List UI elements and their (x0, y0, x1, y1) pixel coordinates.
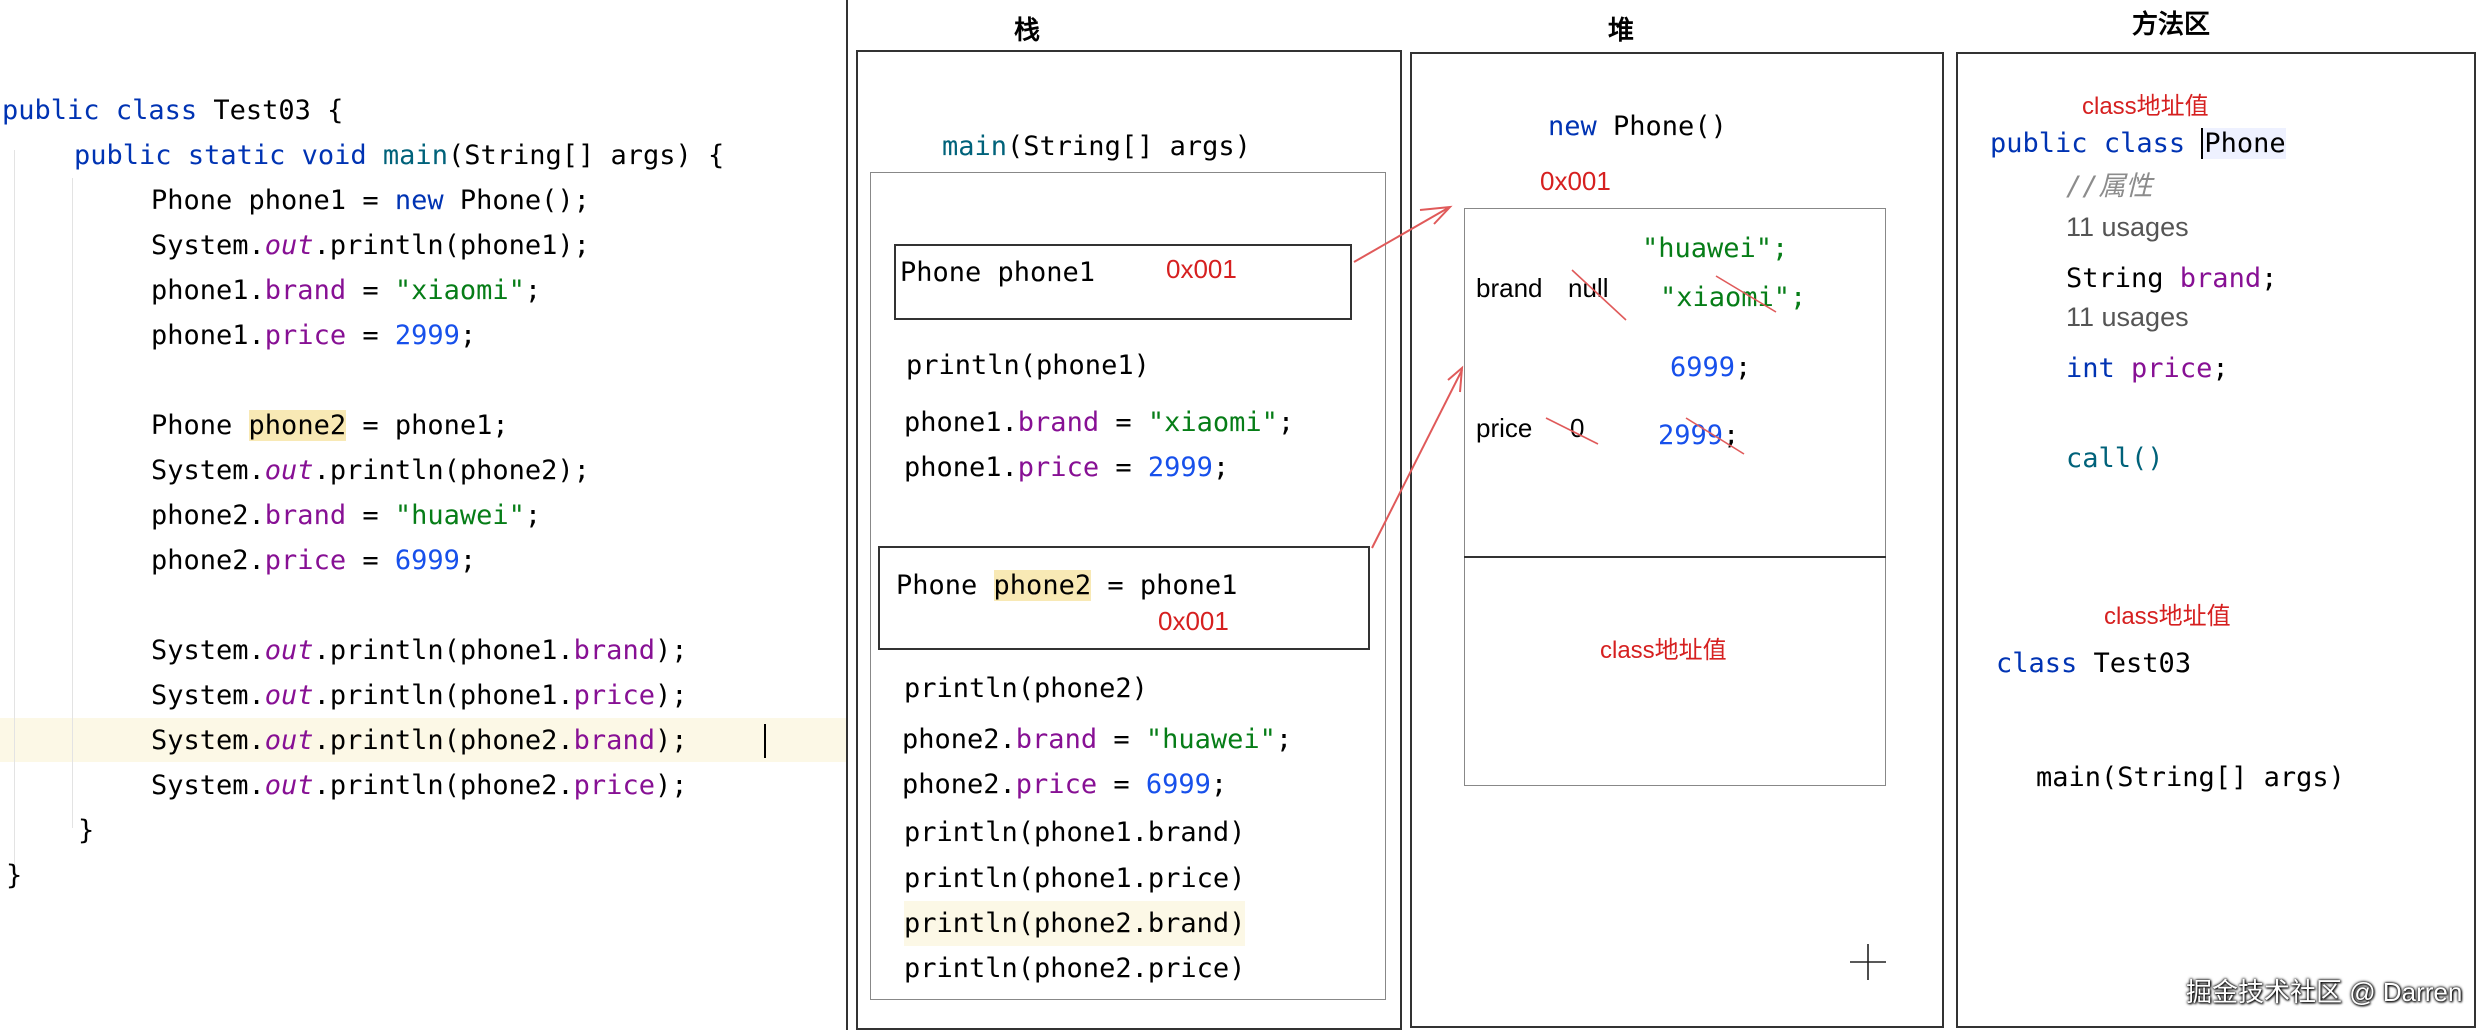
code-close-inner: } (78, 815, 95, 846)
heap-object-divider (1464, 556, 1886, 558)
heap-val-6999: 6999; (1670, 352, 1752, 383)
heap-brand-null: null (1568, 273, 1609, 303)
code-line-12: System.out.println(phone1.price); (151, 680, 688, 711)
code-line-13: System.out.println(phone2.brand); (151, 725, 688, 756)
method-price-field: int price; (2066, 353, 2229, 384)
heap-val-2999: 2999; (1658, 420, 1740, 451)
stack-main-frame (870, 172, 1386, 1000)
stack-phone1-slot (894, 244, 1352, 320)
code-line-6: phone1.price = 2999; (151, 320, 477, 351)
code-line-1: public class Test03 { (2, 95, 344, 126)
code-line-5: phone1.brand = "xiaomi"; (151, 275, 542, 306)
stack-phone2-slot (878, 546, 1370, 650)
stack-price1: phone1.price = 2999; (904, 452, 1230, 483)
heap-object-addr: 0x001 (1540, 166, 1611, 196)
code-line-4: System.out.println(phone1); (151, 230, 590, 261)
stack-price2: phone2.price = 6999; (902, 769, 1228, 800)
stack-phone2-decl: Phone phone2 = phone1 (896, 570, 1238, 601)
stack-println1: println(phone1) (906, 350, 1150, 381)
stack-heading: 栈 (1014, 15, 1041, 45)
method-test03-class: class Test03 (1996, 648, 2192, 679)
indent-guide (14, 150, 15, 870)
code-line-14: System.out.println(phone2.price); (151, 770, 688, 801)
method-main-sig: main(String[] args) (2036, 762, 2345, 793)
stack-println2: println(phone2) (904, 673, 1148, 704)
code-line-9: phone2.brand = "huawei"; (151, 500, 542, 531)
indent-guide (72, 178, 73, 828)
method-comment: //属性 (2066, 171, 2153, 202)
stack-phone1-addr: 0x001 (1166, 254, 1237, 284)
stack-main-frame-label: main(String[] args) (942, 131, 1251, 162)
method-usages-1: 11 usages (2066, 212, 2189, 242)
heap-heading: 堆 (1608, 15, 1635, 45)
panel-divider (846, 0, 848, 1030)
stack-phone2-addr: 0x001 (1158, 606, 1229, 636)
stack-out3: println(phone2.brand) (904, 901, 1246, 946)
stack-phone1-decl: Phone phone1 (900, 257, 1096, 288)
stack-brand2: phone2.brand = "huawei"; (902, 724, 1293, 755)
stack-out1: println(phone1.brand) (904, 817, 1246, 848)
code-close-outer: } (6, 860, 23, 891)
heap-object-box (1464, 208, 1886, 786)
heap-brand-label: brand (1476, 273, 1543, 303)
heap-price-label: price (1476, 413, 1533, 443)
method-usages-2: 11 usages (2066, 302, 2189, 332)
stack-brand1: phone1.brand = "xiaomi"; (904, 407, 1295, 438)
method-class-addr-mid: class地址值 (2104, 603, 2231, 630)
heap-val-xiaomi: "xiaomi"; (1660, 282, 1807, 313)
code-line-7: Phone phone2 = phone1; (151, 410, 509, 441)
method-call: call() (2066, 443, 2164, 474)
current-line-highlight (0, 718, 848, 762)
method-phone-class: public class Phone (1990, 128, 2286, 159)
stack-out2: println(phone1.price) (904, 863, 1246, 894)
code-line-3: Phone phone1 = new Phone(); (151, 185, 590, 216)
code-line-2: public static void main(String[] args) { (74, 140, 725, 171)
code-line-10: phone2.price = 6999; (151, 545, 477, 576)
method-area-panel (1956, 52, 2476, 1028)
heap-class-addr: class地址值 (1600, 637, 1727, 664)
code-line-8: System.out.println(phone2); (151, 455, 590, 486)
method-area-heading: 方法区 (2132, 9, 2211, 39)
method-brand-field: String brand; (2066, 263, 2278, 294)
watermark: 掘金技术社区 @ Darren (2186, 977, 2463, 1007)
heap-new-phone: new Phone() (1548, 111, 1727, 142)
heap-val-huawei: "huawei"; (1642, 233, 1789, 264)
method-class-addr-top: class地址值 (2082, 93, 2209, 120)
text-cursor (764, 724, 766, 758)
stack-out4: println(phone2.price) (904, 953, 1246, 984)
code-line-11: System.out.println(phone1.brand); (151, 635, 688, 666)
heap-price-zero: 0 (1570, 413, 1585, 443)
